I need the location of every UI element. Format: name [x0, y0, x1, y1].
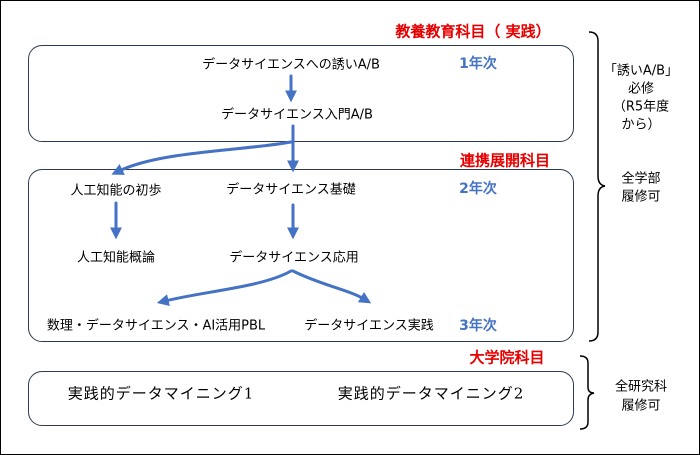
year2-label: 2年次 [459, 181, 497, 197]
liberal-arts-heading: 教養教育科目（ 実践） [395, 22, 551, 41]
note-all-graduate-schools: 全研究科 [614, 379, 668, 395]
note-from-r5-end: から） [621, 117, 661, 133]
undergrad-brace [588, 31, 606, 342]
course-ds-entry: データサイエンス入門A/B [221, 107, 373, 123]
course-data-mining-2: 実践的データマイニング2 [337, 384, 525, 403]
course-ds-foundation: データサイエンス基礎 [226, 182, 356, 198]
graduate-box [28, 371, 574, 426]
note-invite-ab: 「誘いA/B」 [603, 63, 679, 79]
note-from-r5: （R5年度 [612, 99, 670, 115]
course-ds-applied: データサイエンス応用 [229, 250, 359, 266]
year1-label: 1年次 [459, 56, 497, 72]
course-ai-basics: 人工知能の初歩 [70, 183, 162, 199]
liberal-arts-box [28, 45, 574, 142]
collaborative-heading: 連携展開科目 [459, 151, 551, 170]
note-all-faculties: 全学部 [621, 171, 661, 187]
note-undergrad-eligible: 履修可 [621, 189, 661, 205]
year3-label: 3年次 [459, 318, 497, 334]
course-ds-intro: データサイエンスへの誘いA/B [202, 57, 380, 73]
course-ai-overview: 人工知能概論 [76, 250, 156, 266]
note-graduate-eligible: 履修可 [621, 398, 661, 414]
course-pbl: 数理・データサイエンス・AI活用PBL [46, 318, 266, 334]
arrow-entry-to-ai-basics [111, 140, 293, 175]
course-data-mining-1: 実践的データマイニング1 [67, 384, 255, 403]
note-required: 必修 [627, 81, 655, 97]
graduate-heading: 大学院科目 [469, 348, 545, 367]
course-ds-practice: データサイエンス実践 [304, 318, 434, 334]
graduate-brace [579, 355, 595, 430]
collaborative-box [28, 169, 574, 342]
